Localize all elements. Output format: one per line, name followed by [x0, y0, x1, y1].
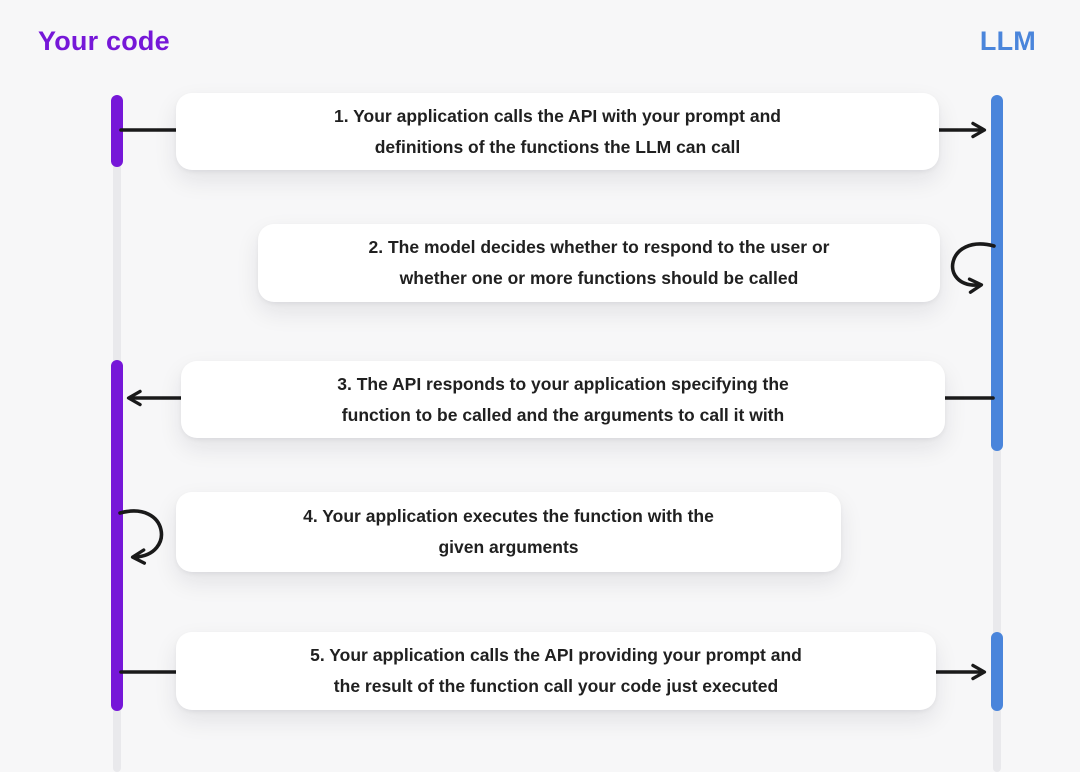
step-3-text-line-2: function to be called and the arguments …	[341, 404, 785, 425]
activation-your-code-2	[111, 360, 123, 711]
step-4-text-line-1: 4. Your application executes the functio…	[303, 506, 714, 526]
activation-llm-2	[991, 632, 1003, 711]
step-3-text-line-1: 3. The API responds to your application …	[337, 373, 789, 394]
step-box-2: 2. The model decides whether to respond …	[258, 224, 940, 302]
step-5-text-line-2: the result of the function call your cod…	[333, 676, 779, 696]
activation-llm-1	[991, 95, 1003, 451]
step-box-4: 4. Your application executes the functio…	[176, 492, 841, 572]
actor-label-your-code: Your code	[38, 26, 170, 56]
actor-label-llm: LLM	[979, 26, 1036, 56]
step2-self-loop-llm-icon	[950, 242, 996, 294]
step-1-text-line-2: definitions of the functions the LLM can…	[374, 136, 741, 157]
step-2-text-line-1: 2. The model decides whether to respond …	[368, 237, 830, 257]
step-1-text-line-1: 1. Your application calls the API with y…	[334, 105, 781, 126]
step-box-1: 1. Your application calls the API with y…	[176, 93, 939, 170]
activation-your-code-1	[111, 95, 123, 167]
step4-self-loop-your-code-icon	[118, 509, 164, 565]
step-4-text-line-2: given arguments	[438, 537, 579, 557]
step-5-text-line-1: 5. Your application calls the API provid…	[310, 645, 802, 665]
step-box-5: 5. Your application calls the API provid…	[176, 632, 936, 710]
step-box-3: 3. The API responds to your application …	[181, 361, 945, 438]
step-2-text-line-2: whether one or more functions should be …	[399, 268, 799, 288]
